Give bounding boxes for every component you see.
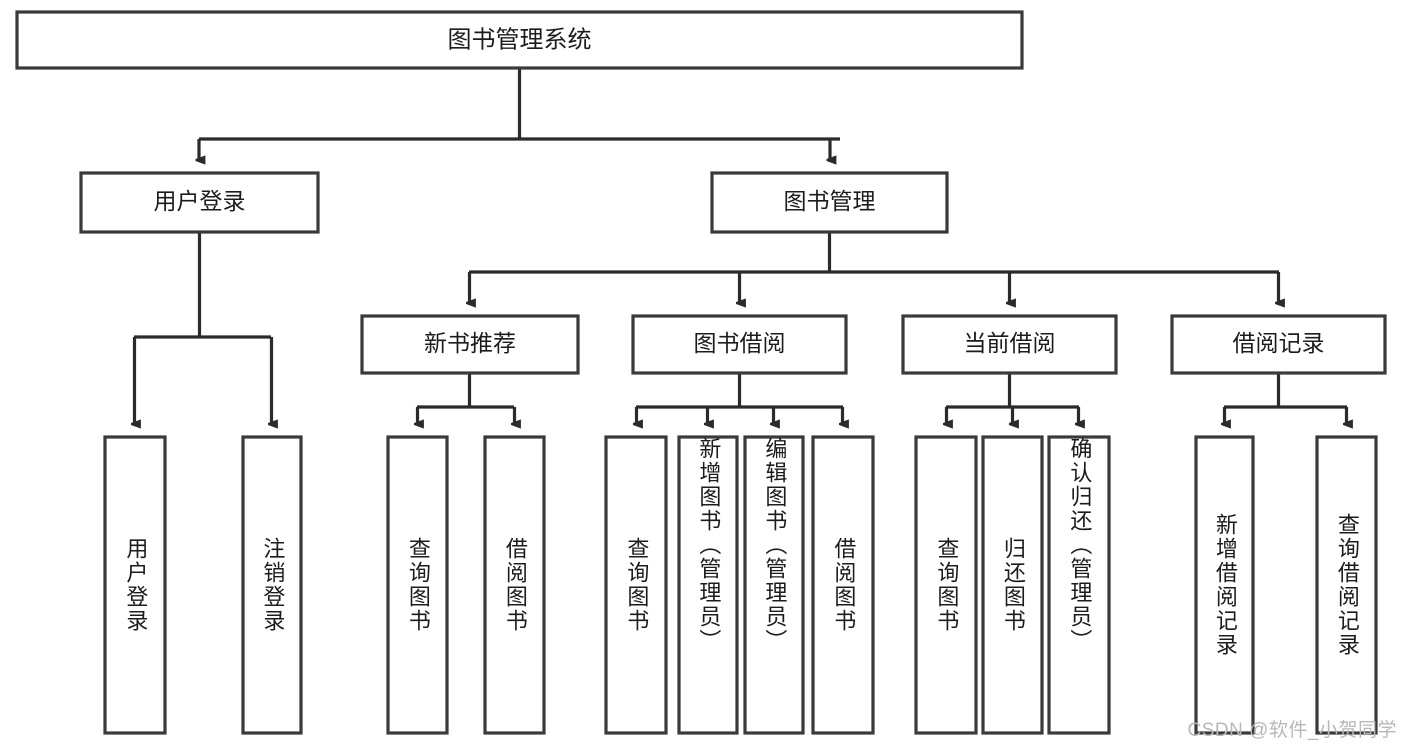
node-user-login-label: 用户登录 [154,188,246,214]
node-book-manage-label: 图书管理 [784,188,876,214]
node-current-borrow[interactable]: 当前借阅 [901,314,1118,375]
leaf-rect-add-record[interactable] [1194,435,1255,735]
node-new-book-recommend[interactable]: 新书推荐 [360,314,580,375]
node-book-manage-rect[interactable] [710,171,949,234]
leaf-rect-logout[interactable] [241,435,303,735]
watermark-text: CSDN @软件_小贺同学 [1187,720,1397,741]
node-borrow-record-label: 借阅记录 [1233,330,1325,356]
node-book-borrow-rect[interactable] [631,314,848,375]
node-current-borrow-label: 当前借阅 [964,330,1056,356]
node-book-borrow-label: 图书借阅 [694,330,786,356]
node-root-label: 图书管理系统 [448,26,592,53]
node-root-rect[interactable] [15,10,1024,70]
node-root[interactable]: 图书管理系统 [15,10,1024,70]
leaf-rect-query-book-c[interactable] [914,435,978,735]
leaf-rect-confirm-return[interactable] [1047,435,1111,735]
node-borrow-record-rect[interactable] [1170,314,1387,375]
leaf-rect-user-login[interactable] [103,435,167,735]
node-borrow-record[interactable]: 借阅记录 [1170,314,1387,375]
node-current-borrow-rect[interactable] [901,314,1118,375]
node-user-login-rect[interactable] [79,171,320,234]
leaf-rect-return-book[interactable] [981,435,1044,735]
connector-group [134,68,1347,424]
leaf-rect-borrow-book-b[interactable] [811,435,875,735]
leaf-rect-borrow-book-a[interactable] [483,435,546,735]
node-book-borrow[interactable]: 图书借阅 [631,314,848,375]
node-user-login[interactable]: 用户登录 [79,171,320,234]
node-book-manage[interactable]: 图书管理 [710,171,949,234]
leaf-rect-query-book-b[interactable] [604,435,668,735]
leaf-rect-group [103,435,1378,735]
leaf-rect-query-book-a[interactable] [386,435,449,735]
node-new-book-recommend-label: 新书推荐 [424,330,516,356]
node-new-book-recommend-rect[interactable] [360,314,580,375]
leaf-rect-edit-book[interactable] [743,435,805,735]
leaf-rect-add-book[interactable] [677,435,739,735]
leaf-rect-query-record[interactable] [1315,435,1378,735]
